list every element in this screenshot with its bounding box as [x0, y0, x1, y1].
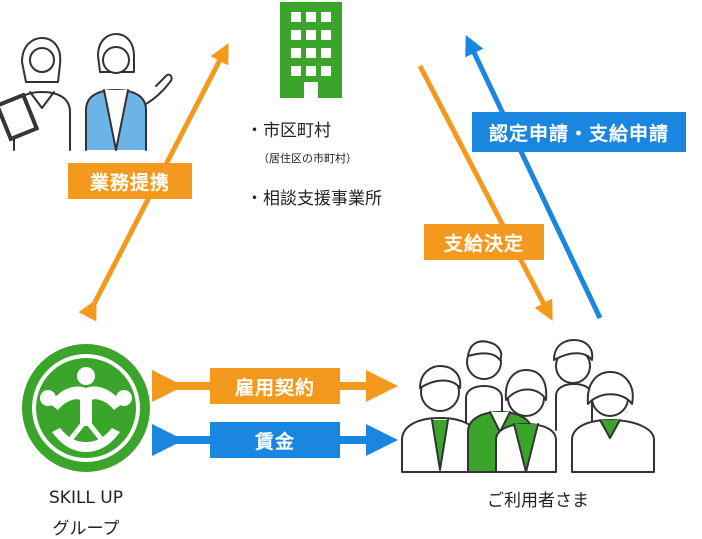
application-arrow	[465, 34, 603, 320]
consultation-office: ・相談支援事業所	[246, 189, 382, 209]
payment-decision-label: 支給決定	[424, 224, 544, 260]
skillup-name-line2: グループ	[52, 519, 120, 539]
wages-label: 賃金	[210, 422, 340, 458]
employment-contract-label: 雇用契約	[210, 368, 340, 404]
application-label: 認定申請・支給申請	[472, 112, 686, 152]
skillup-name-line1: SKILL UP	[49, 488, 123, 508]
payment-decision-arrow	[417, 64, 553, 321]
municipality-note: （居住区の市町村）	[258, 152, 357, 165]
users-group-icon	[401, 339, 655, 473]
users-caption: ご利用者さま	[487, 491, 589, 511]
skillup-logo	[22, 344, 150, 472]
municipality-title: ・市区町村	[246, 121, 331, 141]
staff-people-icon	[0, 33, 173, 151]
office-building-icon	[280, 2, 342, 98]
business-partnership-label: 業務提携	[68, 163, 192, 199]
